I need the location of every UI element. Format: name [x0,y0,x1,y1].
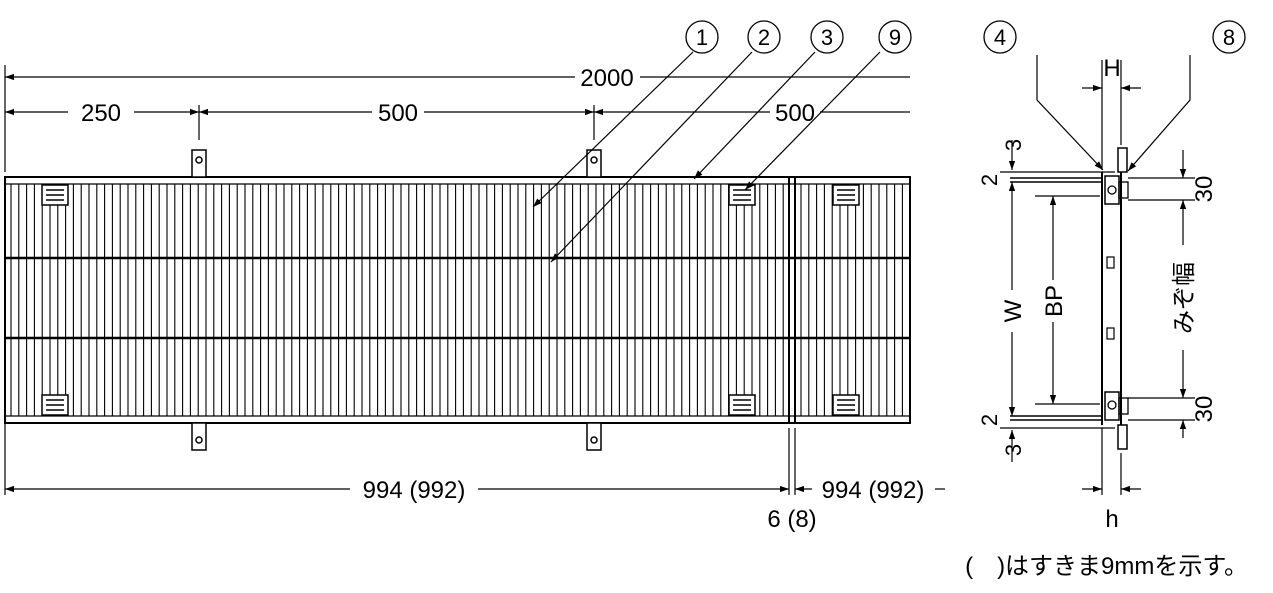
dim-lower-right: 994 (992) [822,477,925,504]
part-number-4: 4 [994,25,1006,50]
anchor-tab [191,149,602,451]
part-number-3: 3 [821,25,833,50]
part-number-9: 9 [889,25,901,50]
dim-pitch-2: 500 [775,100,815,127]
gap-note: ( )はすきま9mmを示す。 [965,553,1248,580]
section-view [1010,147,1129,450]
part-number-1: 1 [696,25,708,50]
part-number-balloons [685,20,1246,54]
section-label-H: H [1103,55,1120,82]
section-dim-top-3: 3 [1001,139,1026,151]
dim-lower-left: 994 (992) [363,477,466,504]
section-dim-bottom-30: 30 [1191,396,1218,423]
leader-lines [532,51,1191,263]
section-label-h: h [1105,506,1118,533]
part-number-8: 8 [1223,25,1235,50]
dim-total-length: 2000 [580,65,633,92]
plan-view [4,149,911,451]
bearing-bars [10,184,903,416]
fixing-clip [41,184,860,416]
dim-pitch-1: 500 [378,100,418,127]
section-dimensions [1000,60,1195,495]
part-number-2: 2 [758,25,770,50]
dim-first-pitch: 250 [81,100,121,127]
section-dim-bottom-2: 2 [977,414,1002,426]
labels: 2000 250 500 500 994 (992) 994 (992) 6 (… [81,25,1248,580]
dim-joint-gap: 6 (8) [767,506,816,533]
section-label-W: W [1000,299,1027,322]
section-dim-bottom-3: 3 [1001,444,1026,456]
section-dim-top-2: 2 [977,174,1002,186]
section-label-groove-width: みぞ幅 [1171,262,1198,334]
plan-dimensions [4,65,945,495]
grating-outline [4,176,911,424]
section-label-BP: BP [1041,285,1068,317]
section-dim-top-30: 30 [1191,176,1218,203]
